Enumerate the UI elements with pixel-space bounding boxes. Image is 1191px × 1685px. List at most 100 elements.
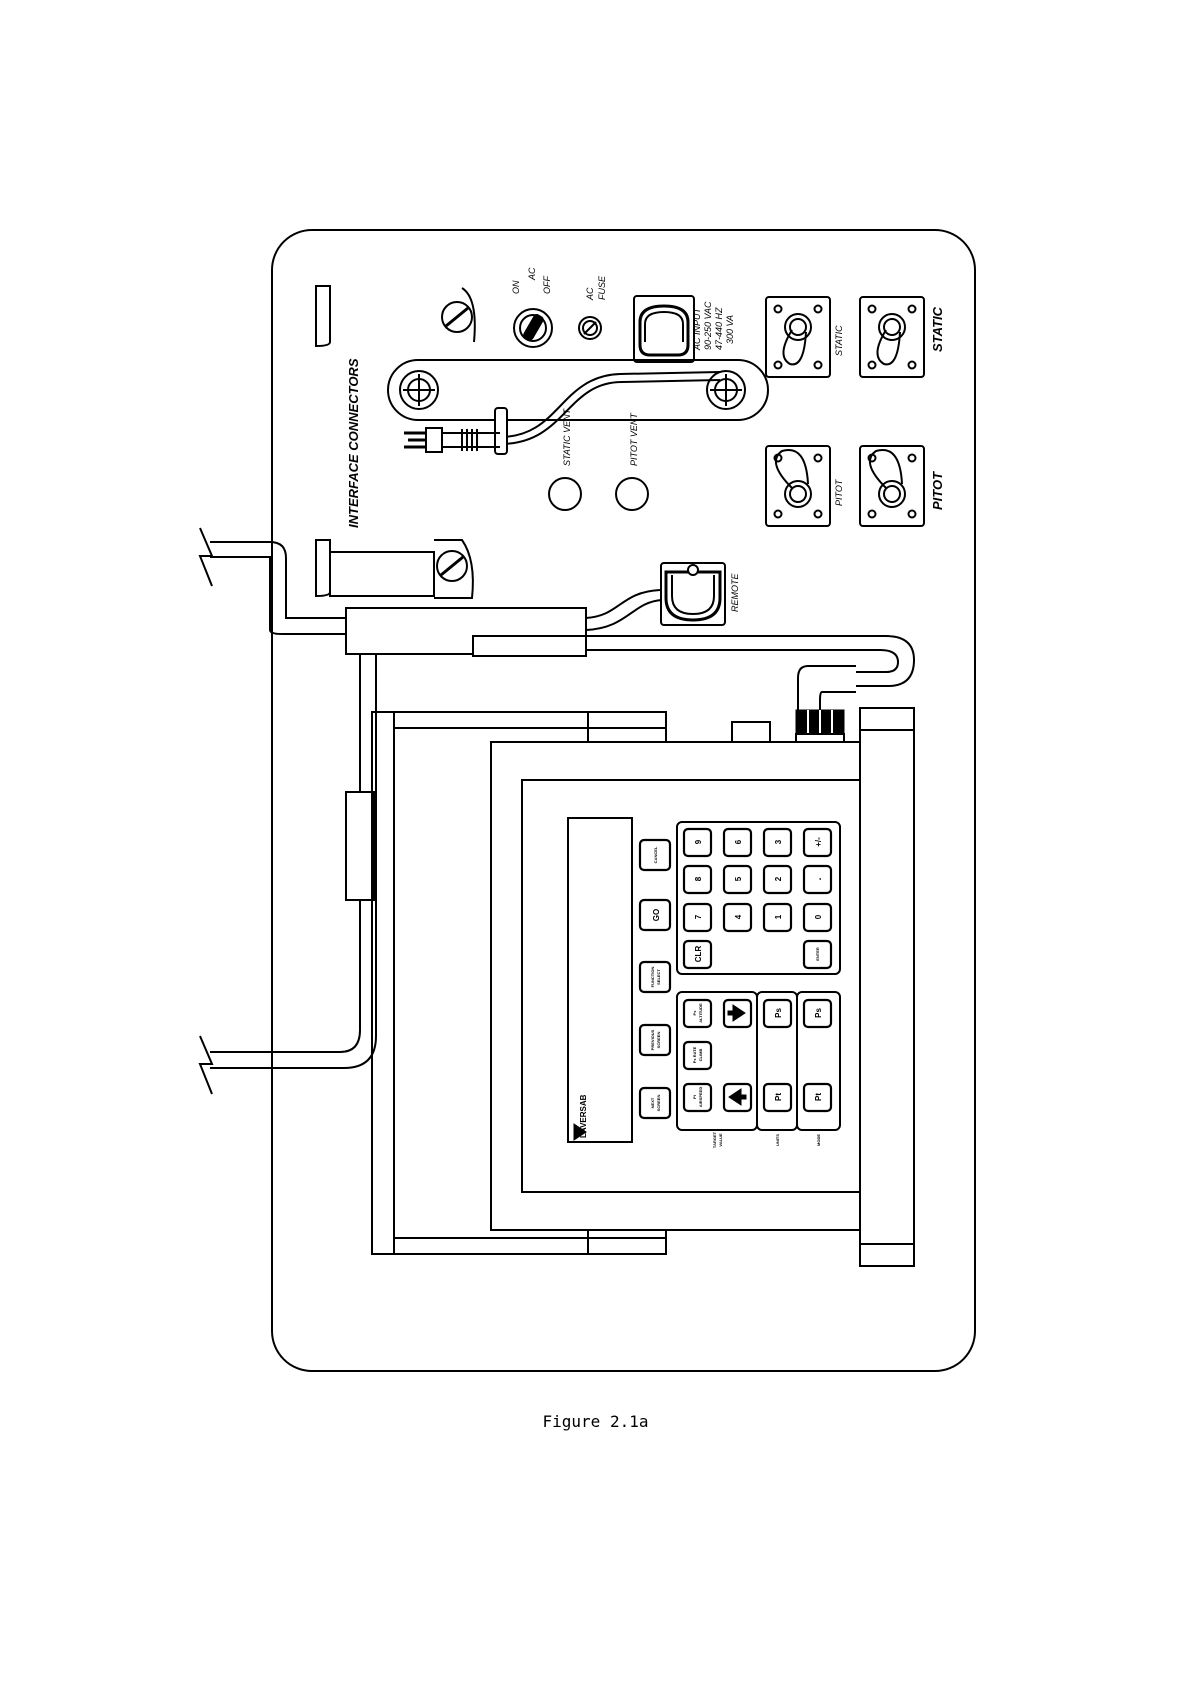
static-port-connector-large-icon [859, 296, 925, 378]
climb-rate-key[interactable]: Ps RATE CLIMB [682, 1040, 713, 1071]
pitot-big-label: PITOT [930, 471, 945, 510]
svg-text:3: 3 [774, 839, 783, 844]
mode-frame [796, 991, 841, 1131]
svg-text:SCREEN: SCREEN [656, 1095, 661, 1112]
airspeed-key[interactable]: Pt AIRSPEED [682, 1082, 713, 1113]
key-6[interactable]: 6 [722, 827, 753, 858]
power-cord [499, 371, 721, 438]
static-vent-port [548, 477, 582, 511]
key-decimal[interactable]: . [802, 864, 833, 895]
cord-holder-bar [387, 359, 769, 421]
key-2[interactable]: 2 [762, 864, 793, 895]
svg-text:AIRSPEED: AIRSPEED [698, 1087, 703, 1108]
key-7[interactable]: 7 [682, 902, 713, 933]
svg-text:Ps RATE: Ps RATE [692, 1046, 697, 1063]
static-small-label: STATIC [834, 325, 844, 356]
svg-text:Pt: Pt [692, 1094, 697, 1099]
controller-faceplate [521, 779, 861, 1193]
ac-power-switch-icon [513, 308, 553, 348]
clamp-bracket [329, 551, 435, 597]
cable-break-lower [198, 1035, 214, 1095]
arrow-up-icon [728, 1088, 747, 1106]
mount-tab-bottom [587, 1229, 667, 1255]
svg-text:FUNCTION: FUNCTION [650, 967, 655, 988]
key-8[interactable]: 8 [682, 864, 713, 895]
ac-fuse-icon [578, 316, 602, 340]
interface-connectors-label: INTERFACE CONNECTORS [346, 358, 361, 528]
target-value-label-1: TARGET [712, 1131, 717, 1148]
remote-label: REMOTE [730, 573, 740, 612]
svg-text:Pt: Pt [774, 1093, 783, 1101]
cable-remote [585, 589, 663, 631]
pitot-vent-label: PITOT VENT [629, 412, 639, 466]
remote-connector-icon [660, 562, 726, 626]
svg-text:1: 1 [774, 914, 783, 919]
controller-body [490, 741, 861, 1231]
ac-input-connector-icon [633, 295, 695, 363]
key-3[interactable]: 3 [762, 827, 793, 858]
pitot-small-label: PITOT [834, 478, 844, 506]
svg-text:+/-: +/- [814, 837, 823, 847]
svg-text:ALTITUDE: ALTITUDE [698, 1003, 703, 1023]
fuse-label: FUSE [597, 275, 607, 300]
controller-cable-connector-icon [795, 665, 856, 745]
key-5[interactable]: 5 [722, 864, 753, 895]
altitude-key[interactable]: Ps ALTITUDE [682, 998, 713, 1029]
key-plus-minus[interactable]: +/- [802, 827, 833, 858]
static-port-connector-small-icon [765, 296, 831, 378]
function-select-key[interactable]: FUNCTION SELECT [638, 960, 672, 994]
static-big-label: STATIC [930, 306, 945, 352]
svg-text:8: 8 [694, 876, 703, 881]
key-4[interactable]: 4 [722, 902, 753, 933]
key-0[interactable]: 0 [802, 902, 833, 933]
ps-mode-key[interactable]: Ps [802, 998, 833, 1029]
next-screen-key[interactable]: NEXT SCREEN [638, 1086, 672, 1120]
enter-key[interactable]: ENTER [802, 939, 833, 970]
svg-text:CLIMB: CLIMB [698, 1049, 703, 1062]
svg-text:SELECT: SELECT [656, 969, 661, 985]
svg-text:2: 2 [774, 876, 783, 881]
cord-holder-knob-left-icon [399, 370, 439, 410]
svg-text:NEXT: NEXT [650, 1097, 655, 1108]
svg-text:CANCEL: CANCEL [653, 846, 658, 863]
target-value-label-2: VALUE [718, 1133, 723, 1147]
pt-units-key[interactable]: Pt [762, 1082, 793, 1113]
cable-ferrite [345, 791, 375, 901]
svg-text:4: 4 [734, 914, 743, 919]
units-label: UNITS [775, 1134, 780, 1146]
svg-text:6: 6 [734, 839, 743, 844]
go-key[interactable]: GO [638, 898, 672, 932]
arrow-up-key[interactable] [722, 1082, 753, 1113]
previous-screen-key[interactable]: PREVIOUS SCREEN [638, 1023, 672, 1057]
screw-top-icon [441, 287, 476, 343]
lcd-display [567, 817, 633, 1143]
static-vent-label: STATIC VENT [562, 407, 572, 466]
latch-top [315, 285, 331, 348]
mode-label: MODE [816, 1134, 821, 1146]
svg-text:7: 7 [694, 914, 703, 919]
latch-middle [315, 539, 331, 598]
svg-text:5: 5 [734, 876, 743, 881]
svg-text:Pt: Pt [814, 1093, 823, 1101]
pt-mode-key[interactable]: Pt [802, 1082, 833, 1113]
svg-text:PREVIOUS: PREVIOUS [650, 1029, 655, 1050]
key-9[interactable]: 9 [682, 827, 713, 858]
switch-on-label: ON [511, 280, 521, 294]
arrow-down-icon [727, 1004, 746, 1022]
arrow-down-key[interactable] [722, 998, 753, 1029]
cancel-key[interactable]: CANCEL [638, 838, 672, 872]
screw-middle-icon [434, 539, 474, 599]
cable-clamp [472, 635, 587, 657]
ps-units-key[interactable]: Ps [762, 998, 793, 1029]
svg-text:.: . [813, 877, 824, 880]
switch-off-label: OFF [542, 276, 552, 294]
power-plug-icon [404, 427, 500, 453]
ac-input-label-2: 90-250 VAC [703, 301, 713, 350]
pitot-port-connector-small-icon [765, 445, 831, 527]
switch-ac-label: AC [527, 267, 537, 281]
brand-logo: LAVERSAB [579, 1094, 588, 1138]
cable-break-upper [198, 527, 214, 587]
clr-key[interactable]: CLR [682, 939, 713, 970]
key-1[interactable]: 1 [762, 902, 793, 933]
